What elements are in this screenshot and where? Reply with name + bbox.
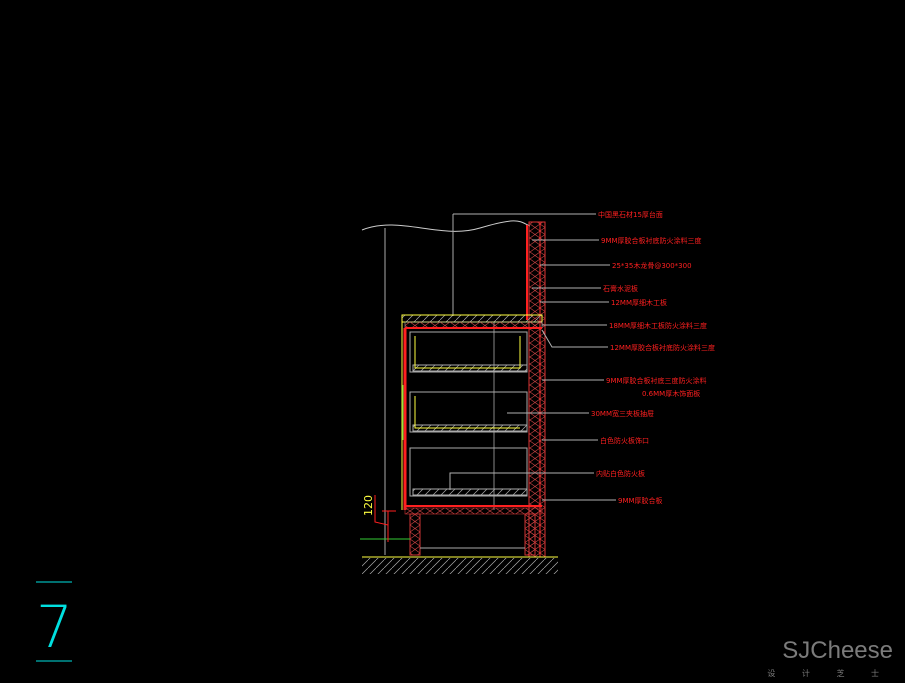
label-blockboard-18: 18MM厚细木工板防火涂料三度: [609, 321, 707, 330]
section-marker: [36, 581, 72, 662]
label-blockboard-12: 12MM厚细木工板: [611, 298, 667, 307]
drawer-top: [409, 331, 528, 373]
leader-lines: [449, 213, 616, 501]
watermark-subtitle: 设 计 芝 士: [767, 669, 891, 678]
label-plywood-12: 12MM厚胶合板衬底防火涂料三度: [610, 343, 715, 352]
label-drawer: 30MM宽三夹板抽屉: [591, 409, 654, 418]
label-veneer: 0.6MM厚木饰面板: [642, 389, 700, 398]
dimension-120: 120: [362, 495, 375, 516]
section-number: 7: [36, 593, 73, 661]
label-inner-board: 内贴白色防火板: [596, 469, 645, 478]
watermark-logo: SJCheese: [782, 637, 893, 664]
break-line: [361, 220, 531, 232]
drawer-bottom: [409, 447, 528, 497]
label-countertop: 中国黑石材15厚台面: [598, 210, 663, 219]
label-plywood-9-fire: 9MM厚胶合板衬底三度防火涂料: [606, 376, 707, 385]
plinth: [409, 513, 421, 556]
label-gypsum: 石膏水泥板: [603, 284, 638, 293]
label-edge: 白色防火板饰口: [600, 436, 649, 445]
label-plywood-9mm: 9MM厚胶合板衬底防火涂料三度: [601, 236, 702, 245]
countertop: [401, 314, 543, 323]
drawer-middle: [409, 391, 528, 433]
label-keel: 25*35木龙骨@300*300: [612, 261, 692, 270]
label-plywood-9: 9MM厚胶合板: [618, 496, 663, 505]
